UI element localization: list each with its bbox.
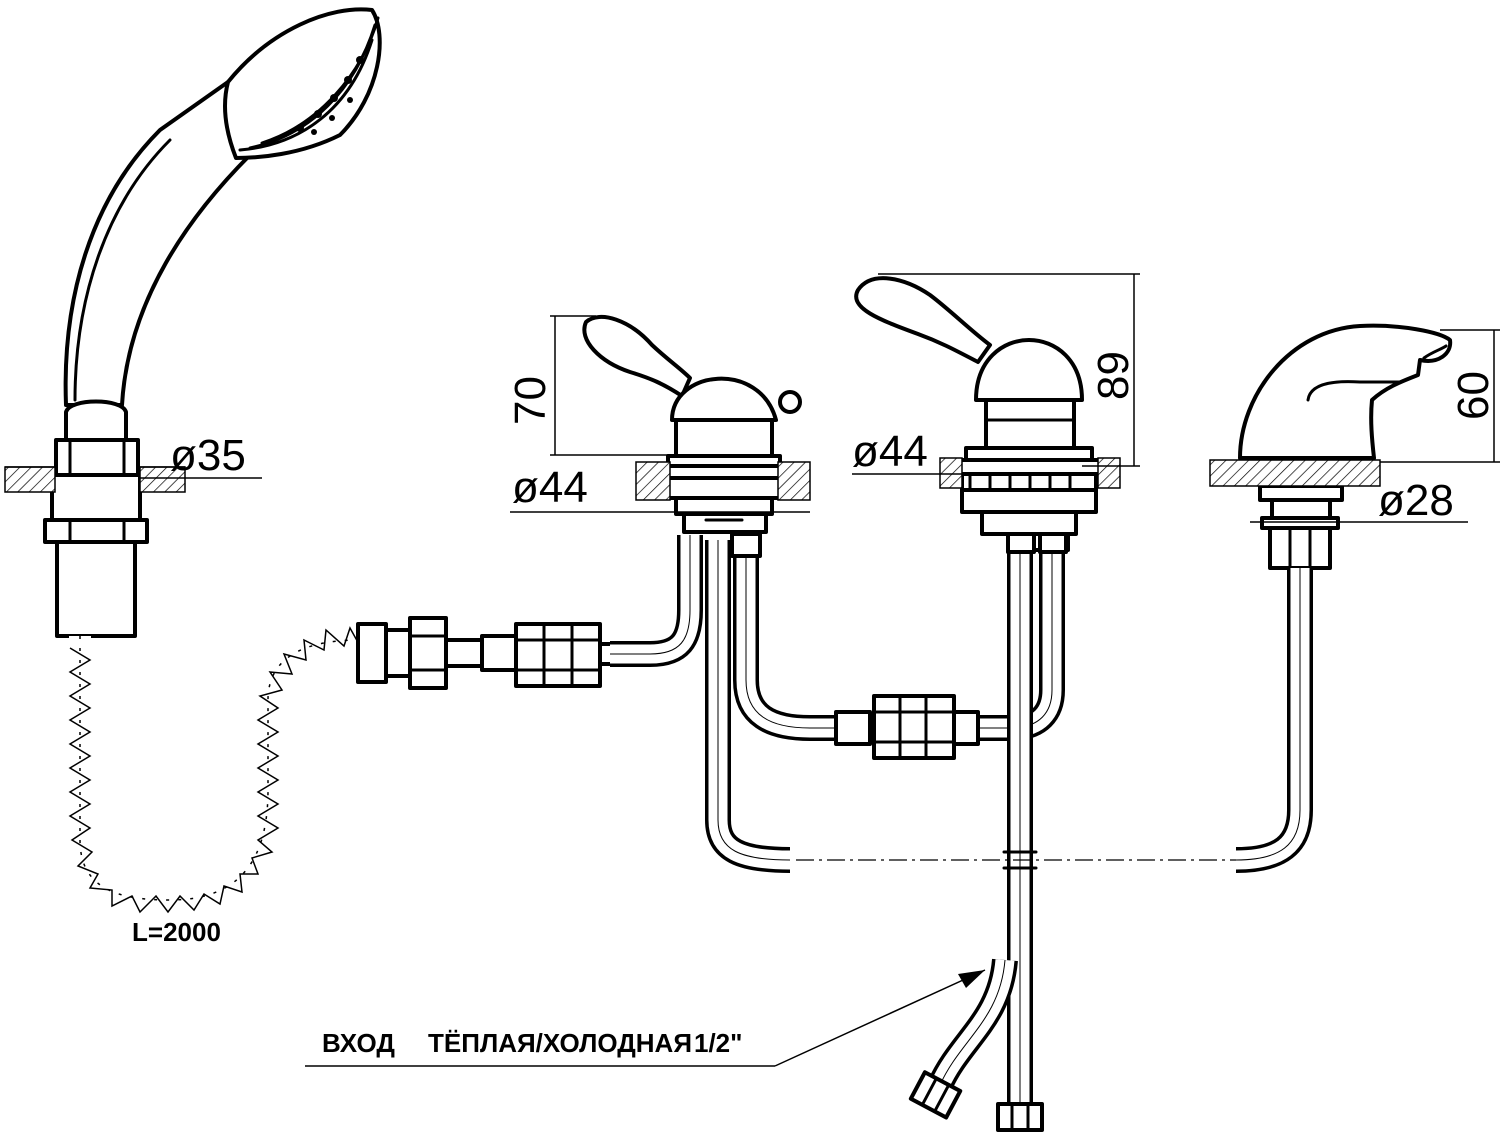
inlet-size-label: 1/2" [694, 1028, 742, 1058]
dimension-d44-left: ø44 [512, 463, 588, 512]
deck-section-mid-1 [635, 461, 671, 501]
inlet-text-label: ТЁПЛАЯ/ХОЛОДНАЯ [428, 1028, 692, 1058]
hand-shower [43, 7, 382, 638]
deck-section-left-1 [4, 466, 56, 493]
deck-section-mid-3 [939, 457, 963, 489]
spout [1238, 323, 1453, 570]
pipework [610, 532, 1313, 1132]
inlet-callout: ВХОД ТЁПЛАЯ/ХОЛОДНАЯ 1/2" [305, 969, 986, 1067]
dimension-d35: ø35 [170, 431, 246, 480]
deck-section-mid-4 [1097, 457, 1121, 489]
hose-length-label: L=2000 [132, 917, 221, 947]
dimension-h60: 60 [1449, 371, 1498, 420]
inlet-prefix-label: ВХОД [322, 1028, 395, 1058]
left-valve [582, 314, 802, 534]
shower-nozzles [296, 56, 364, 135]
hose-connector [356, 616, 616, 690]
dimension-h89: 89 [1089, 351, 1138, 400]
dimension-d28: ø28 [1378, 476, 1454, 525]
flexible-hose: L=2000 [68, 626, 362, 947]
right-valve [854, 276, 1104, 552]
deck-section-mid-2 [777, 461, 811, 501]
dimension-h70: 70 [506, 376, 555, 425]
dimension-d44-right: ø44 [852, 427, 928, 476]
deck-section-right [1209, 459, 1381, 487]
